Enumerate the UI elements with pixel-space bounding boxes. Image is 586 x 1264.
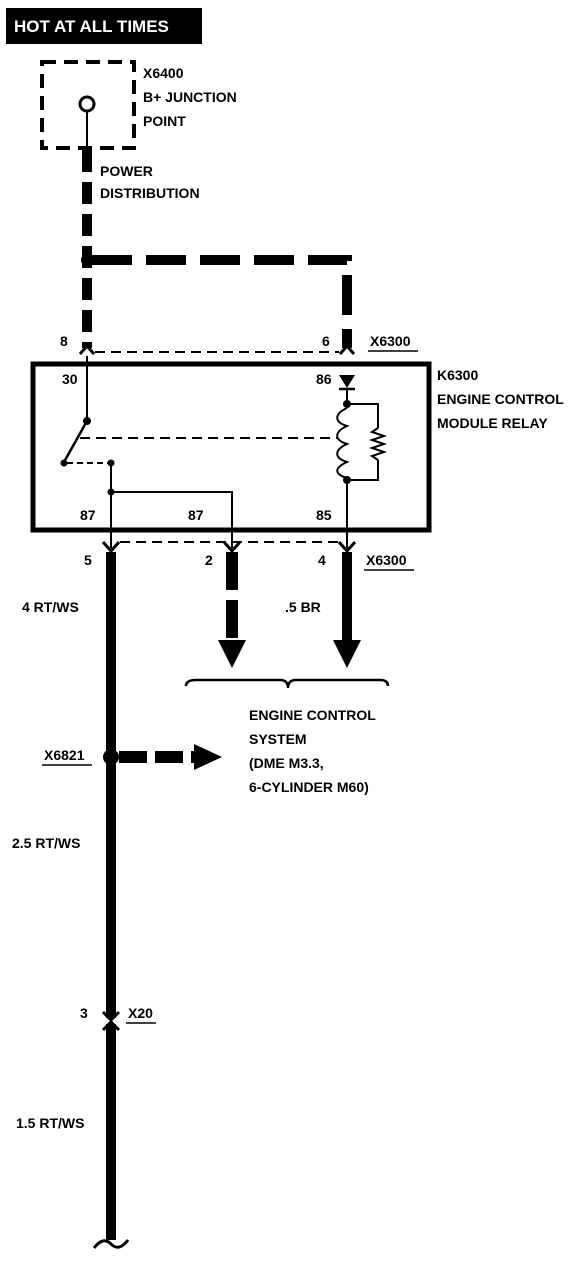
engine-system-line3: (DME M3.3, xyxy=(249,755,324,771)
connector-bot-pin-mid: 2 xyxy=(205,552,213,568)
connector-top-pin-right: 6 xyxy=(322,333,330,349)
splice-arrow-icon xyxy=(194,744,222,770)
relay-line2: MODULE RELAY xyxy=(437,415,548,431)
relay-coil-icon xyxy=(336,407,350,479)
connector-bot-mid xyxy=(222,541,242,554)
splice-x6821 xyxy=(103,749,119,765)
relay-coil-node-top xyxy=(343,400,351,408)
arrow-pin2-icon xyxy=(218,640,246,668)
wire-br-label: .5 BR xyxy=(285,599,321,615)
connector-bot-pin-right: 4 xyxy=(318,552,326,568)
power-dist-splice xyxy=(81,254,93,266)
engine-system-line2: SYSTEM xyxy=(249,731,307,747)
relay-pin-85: 85 xyxy=(316,507,332,523)
relay-switch-pivot xyxy=(60,459,68,467)
power-dist-line1: POWER xyxy=(100,163,153,179)
engine-system-line1: ENGINE CONTROL xyxy=(249,707,376,723)
relay-87-bridge xyxy=(111,491,233,548)
connector-x20-pin: 3 xyxy=(80,1005,88,1021)
relay-resistor-loop xyxy=(351,403,379,481)
junction-id: X6400 xyxy=(143,65,184,81)
relay-pin-86: 86 xyxy=(316,371,332,387)
relay-id: K6300 xyxy=(437,367,478,383)
relay-pin-30: 30 xyxy=(62,371,78,387)
power-dist-line2: DISTRIBUTION xyxy=(100,185,200,201)
engine-system-brace xyxy=(184,678,390,689)
connector-bot-right xyxy=(337,541,357,554)
connector-top-left xyxy=(78,343,96,355)
connector-x20-id: X20 xyxy=(128,1005,153,1021)
relay-switch-arm xyxy=(62,420,89,463)
junction-line1: B+ JUNCTION xyxy=(143,89,237,105)
junction-line2: POINT xyxy=(143,113,186,129)
branch-wire-86 xyxy=(92,255,352,348)
splice-id: X6821 xyxy=(44,747,85,763)
header-title: HOT AT ALL TIMES xyxy=(14,17,169,36)
connector-x20-bottom xyxy=(101,1019,121,1032)
relay-coil-node-bottom xyxy=(343,476,351,484)
wire-2-5-label: 2.5 RT/WS xyxy=(12,835,80,851)
wire-1-5-label: 1.5 RT/WS xyxy=(16,1115,84,1131)
wire-continuation-icon xyxy=(92,1239,130,1249)
resistor-icon xyxy=(368,427,388,461)
junction-terminal xyxy=(78,95,96,113)
relay-pin-87b: 87 xyxy=(188,507,204,523)
connector-top-pin-left: 8 xyxy=(60,333,68,349)
relay-diode-icon xyxy=(339,375,355,388)
relay-line1: ENGINE CONTROL xyxy=(437,391,564,407)
engine-system-line4: 6-CYLINDER M60) xyxy=(249,779,369,795)
header-banner xyxy=(6,8,202,44)
connector-bot-left xyxy=(101,541,121,554)
connector-bot-pin-left: 5 xyxy=(84,552,92,568)
connector-top-right xyxy=(338,343,356,355)
connector-bot-id: X6300 xyxy=(366,552,407,568)
wire-4-label: 4 RT/WS xyxy=(22,599,79,615)
relay-pin-87a: 87 xyxy=(80,507,96,523)
arrow-pin4-icon xyxy=(333,640,361,668)
connector-top-id: X6300 xyxy=(370,333,411,349)
